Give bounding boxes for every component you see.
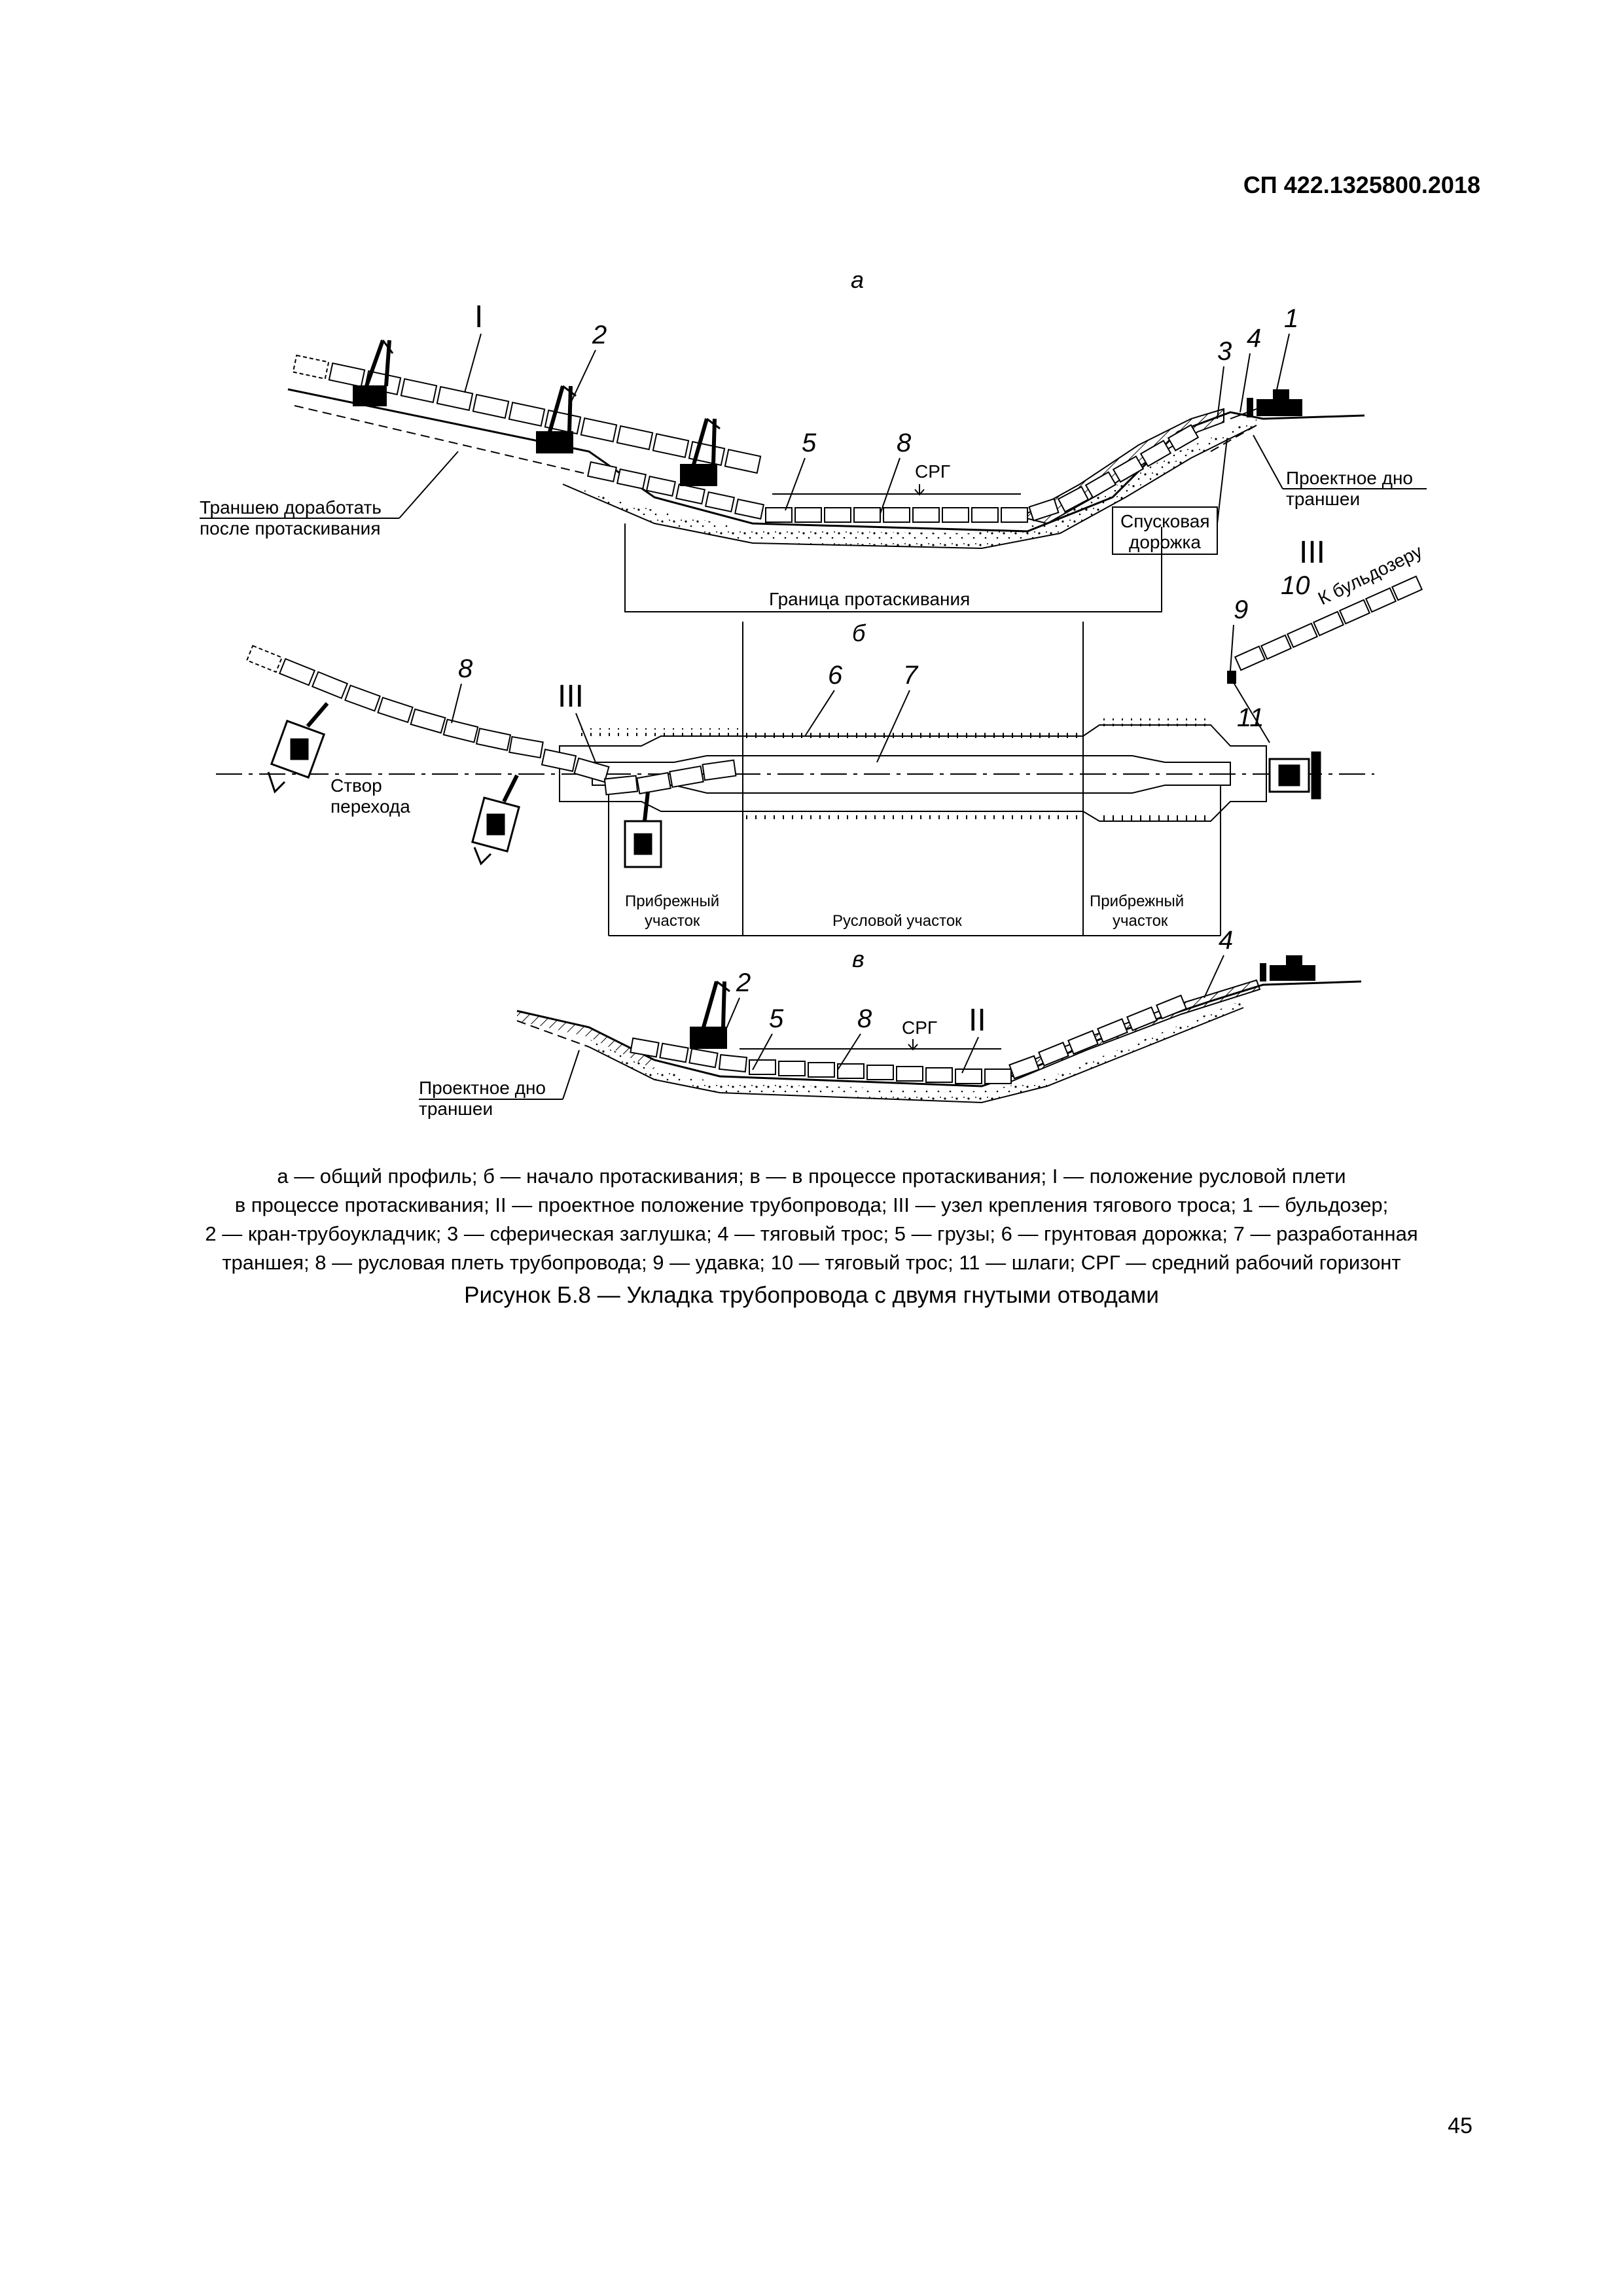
channel-label: Русловой участок: [832, 912, 962, 930]
bank-slope-left-c: [517, 1011, 654, 1070]
caption-line: 2 — кран-трубоукладчик; 3 — сферическая …: [205, 1222, 1418, 1245]
design-bottom-dashed-right-a: [1210, 425, 1257, 452]
bulldozer-icon: [1260, 955, 1315, 981]
pipelayer-crane-icon: [690, 980, 730, 1049]
callout-1-a: 1: [1284, 304, 1298, 333]
diagram-c: в: [419, 926, 1362, 1119]
srg-label-a: СРГ: [915, 461, 950, 482]
pipelayer-crane-icon: [353, 339, 394, 406]
roman-II-label: II: [969, 1003, 986, 1038]
callout-4-c: 4: [1219, 926, 1233, 955]
design-bottom-dashed-a: [294, 405, 590, 475]
ramp-label-2: дорожка: [1129, 532, 1201, 552]
pipe-in-trench-a: [586, 424, 1200, 523]
part-a-letter: а: [851, 266, 864, 293]
crossing-label-2: перехода: [330, 796, 410, 817]
roman-III-right: III: [1299, 535, 1325, 570]
callout-2-a: 2: [592, 321, 607, 349]
part-b-letter: б: [852, 620, 866, 646]
callout-10-b: 10: [1281, 571, 1310, 600]
coastal-left-label: Прибрежный: [625, 892, 719, 910]
soil-fill-a: [563, 419, 1257, 548]
bank-slope-right-c: [1000, 979, 1261, 1084]
figure-b8: а: [200, 266, 1427, 1119]
roman-III-left: III: [558, 679, 584, 714]
pipelayer-crane-plan-icon: [267, 702, 329, 794]
part-c-letter: в: [852, 945, 865, 972]
pull-boundary-frame: [624, 523, 1162, 612]
roman-I-label: I: [474, 300, 483, 334]
coastal-right-label: Прибрежный: [1090, 892, 1184, 910]
crossing-label: Створ: [330, 775, 382, 796]
developed-trench-plan: [592, 755, 1231, 794]
pipe-string-a: [292, 354, 762, 474]
callout-4-a: 4: [1247, 324, 1261, 353]
srg-label-c: СРГ: [902, 1017, 937, 1038]
design-bottom-label-c: Проектное дно: [419, 1078, 546, 1098]
caption-line: а — общий профиль; б — начало протаскива…: [277, 1165, 1346, 1188]
callout-11-b: 11: [1237, 703, 1264, 732]
pipelayer-crane-icon: [680, 417, 721, 486]
bulldozer-plan-icon: [1268, 751, 1321, 800]
pull-boundary-label: Граница протаскивания: [769, 589, 970, 609]
pulling-cable-plan: [1234, 575, 1423, 671]
diagram-a: а: [200, 266, 1427, 612]
caption-line: траншея; 8 — русловая плеть трубопровода…: [222, 1251, 1401, 1274]
callout-8-b: 8: [458, 654, 473, 683]
ramp-label: Спусковая: [1120, 511, 1210, 531]
callout-8-c: 8: [857, 1004, 872, 1033]
pipelayer-crane-icon: [536, 385, 577, 453]
callout-6-b: 6: [828, 661, 843, 690]
pipe-string-plan: [245, 645, 737, 796]
callout-7-b: 7: [903, 661, 919, 690]
bulldozer-icon: [1247, 389, 1302, 417]
pipelayer-crane-plan-icon: [624, 791, 662, 868]
design-bottom-label-c-2: траншеи: [419, 1099, 493, 1119]
diagram-b: б: [216, 535, 1425, 936]
design-bottom-label-a-2: траншеи: [1286, 489, 1360, 509]
coastal-left-label-2: участок: [645, 912, 700, 930]
coastal-right-label-2: участок: [1113, 912, 1168, 930]
design-bottom-dashed-c: [516, 1020, 590, 1048]
callout-9-b: 9: [1234, 595, 1248, 624]
design-bottom-label-a: Проектное дно: [1286, 468, 1413, 488]
pipe-string-c: [630, 995, 1187, 1084]
page-number: 45: [1448, 2113, 1472, 2138]
pipelayer-crane-plan-icon: [471, 774, 520, 866]
callout-5-c: 5: [769, 1004, 784, 1033]
callout-8-a: 8: [897, 429, 912, 457]
callout-5-a: 5: [802, 429, 817, 457]
document-code: СП 422.1325800.2018: [1243, 171, 1480, 198]
figure-title: Рисунок Б.8 — Укладка трубопровода с дву…: [464, 1282, 1159, 1308]
callout-2-c: 2: [736, 968, 751, 997]
caption-line: в процессе протаскивания; II — проектное…: [234, 1193, 1389, 1216]
figure-caption: а — общий профиль; б — начало протаскива…: [151, 1162, 1472, 1277]
callout-3-a: 3: [1217, 337, 1232, 366]
rework-trench-note-2: после протаскивания: [200, 518, 381, 539]
rework-trench-note: Траншею доработать: [200, 497, 382, 518]
